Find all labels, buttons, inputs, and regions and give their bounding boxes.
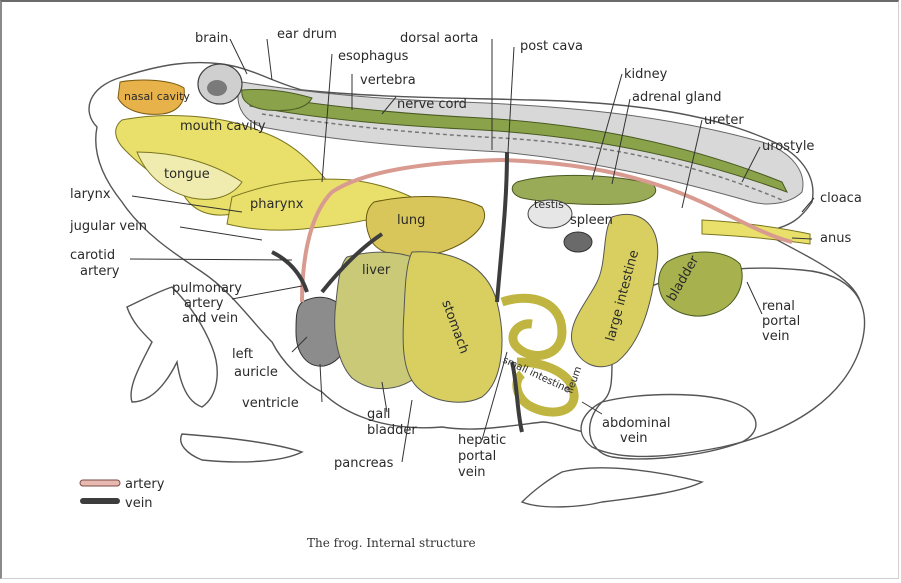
label-larynx: larynx	[70, 187, 111, 202]
label-esophagus: esophagus	[338, 49, 409, 64]
label-pulmonary-and-vein: and vein	[182, 311, 238, 326]
label-tongue: tongue	[164, 167, 210, 182]
label-kidney: kidney	[624, 67, 668, 82]
front-foot-outline	[181, 434, 302, 462]
label-ear-drum: ear drum	[277, 27, 337, 42]
label-hepatic-portal-vein: vein	[458, 465, 486, 480]
label-adrenal-gland: adrenal gland	[632, 90, 722, 105]
label-abdominal-vein: vein	[620, 431, 648, 446]
label-abdominal: abdominal	[602, 416, 671, 431]
legend-vein-swatch	[80, 498, 120, 504]
label-jugular-vein: jugular vein	[69, 219, 147, 234]
label-urostyle: urostyle	[762, 139, 814, 154]
label-left: left	[232, 347, 253, 362]
label-gall-bladder: bladder	[367, 423, 417, 438]
label-renal-portal-vein: vein	[762, 329, 790, 344]
label-lung: lung	[397, 213, 425, 228]
label-hepatic: hepatic	[458, 433, 506, 448]
label-post-cava: post cava	[520, 39, 583, 54]
figure-caption: The frog. Internal structure	[307, 536, 476, 550]
label-cloaca: cloaca	[820, 191, 862, 206]
label-spleen: spleen	[570, 213, 613, 228]
label-ventricle: ventricle	[242, 396, 299, 411]
label-gall: gall	[367, 407, 390, 422]
label-ureter: ureter	[704, 113, 744, 128]
label-renal-portal: portal	[762, 314, 800, 329]
spleen	[564, 232, 592, 252]
legend: artery vein	[80, 477, 165, 511]
legend-vein-label: vein	[125, 496, 153, 511]
legend-artery-label: artery	[125, 477, 165, 492]
label-nasal-cavity: nasal cavity	[124, 90, 190, 103]
label-pulmonary-artery: artery	[184, 296, 224, 311]
label-hepatic-portal: portal	[458, 449, 496, 464]
label-nerve-cord: nerve cord	[397, 97, 467, 112]
label-left-auricle: auricle	[234, 365, 278, 380]
label-testis: testis	[534, 198, 564, 211]
label-carotid-artery: artery	[80, 264, 120, 279]
label-pancreas: pancreas	[334, 456, 394, 471]
label-liver: liver	[362, 263, 391, 278]
label-dorsal-aorta: dorsal aorta	[400, 31, 478, 46]
label-vertebra: vertebra	[360, 73, 416, 88]
legend-artery-swatch	[80, 480, 120, 486]
eye-pupil	[207, 80, 227, 96]
label-carotid: carotid	[70, 248, 115, 263]
label-renal: renal	[762, 299, 795, 314]
label-brain: brain	[195, 31, 228, 46]
label-anus: anus	[820, 231, 851, 246]
label-pharynx: pharynx	[250, 197, 304, 212]
label-pulmonary: pulmonary	[172, 281, 242, 296]
back-foot-outline	[522, 468, 702, 507]
label-mouth-cavity: mouth cavity	[180, 119, 266, 134]
